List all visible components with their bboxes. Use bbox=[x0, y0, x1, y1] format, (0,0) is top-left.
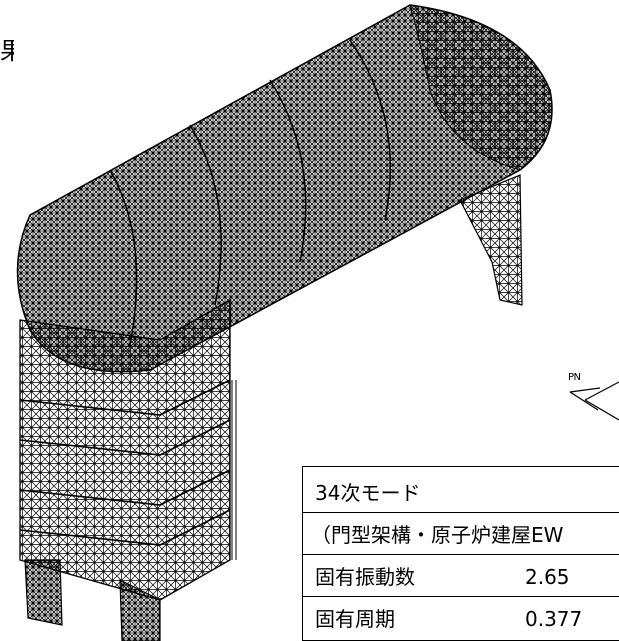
mode-subtitle: （門型架構・原子炉建屋EW bbox=[311, 523, 564, 547]
natural-period-value: 0.377 bbox=[525, 607, 583, 631]
cylindrical-vessel bbox=[16, 4, 553, 373]
axis-label: PN bbox=[568, 372, 581, 383]
divider bbox=[303, 554, 619, 555]
cropped-heading-fragment: 果 bbox=[0, 37, 14, 65]
divider bbox=[303, 596, 619, 597]
mode-info-box: 34次モード （門型架構・原子炉建屋EW 固有振動数 2.65 固有周期 0.3… bbox=[302, 466, 619, 641]
right-support-leg bbox=[459, 174, 523, 306]
natural-frequency-label: 固有振動数 bbox=[315, 565, 415, 589]
divider bbox=[303, 512, 619, 513]
mode-title: 34次モード bbox=[315, 481, 421, 505]
direction-arrow-icon bbox=[569, 381, 619, 421]
natural-frequency-value: 2.65 bbox=[525, 565, 570, 589]
front-portal-frame bbox=[19, 298, 237, 641]
natural-period-label: 固有周期 bbox=[315, 607, 395, 631]
